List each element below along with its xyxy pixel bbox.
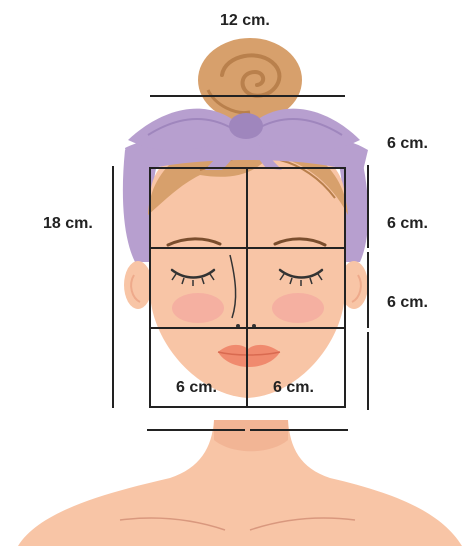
label-bottom-left: 6 cm.: [176, 380, 217, 396]
label-right-upper: 6 cm.: [387, 136, 428, 152]
label-left-height: 18 cm.: [43, 216, 93, 232]
label-right-middle: 6 cm.: [387, 216, 428, 232]
label-right-lower: 6 cm.: [387, 295, 428, 311]
blush-left: [172, 293, 224, 323]
blush-right: [272, 293, 324, 323]
label-top-width: 12 cm.: [220, 13, 270, 29]
label-bottom-right: 6 cm.: [273, 380, 314, 396]
headband-knot: [229, 113, 263, 139]
